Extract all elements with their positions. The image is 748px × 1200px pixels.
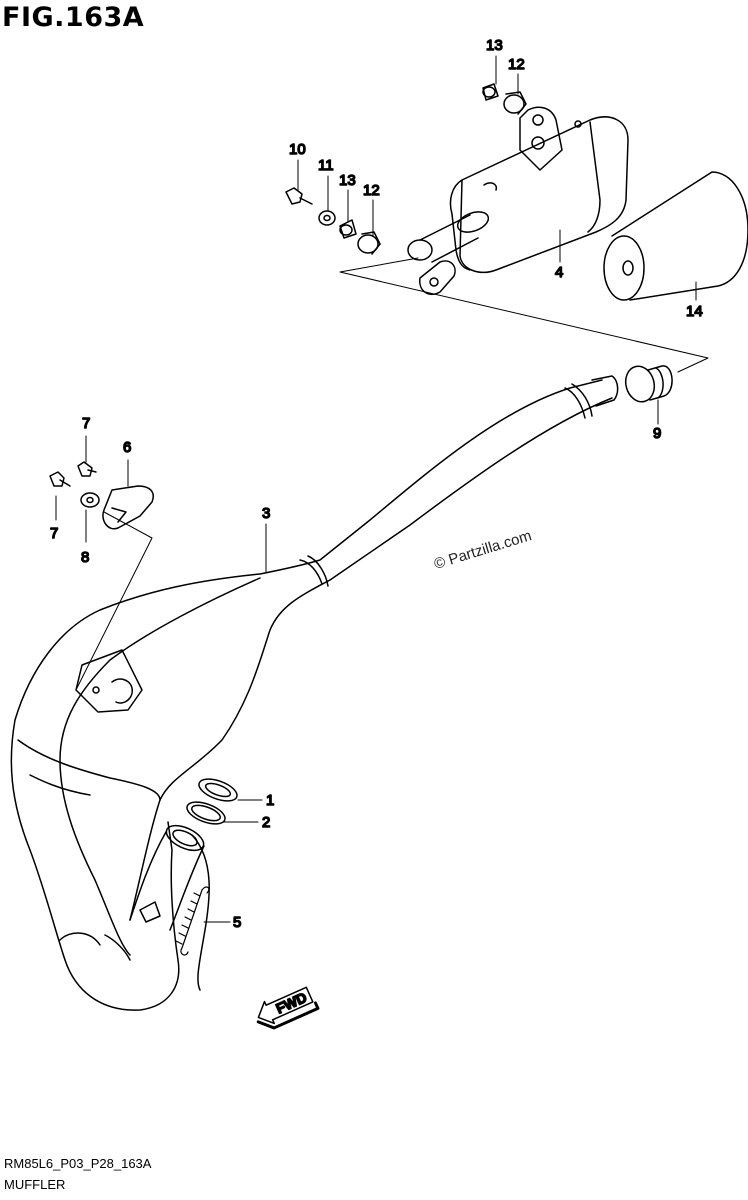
spring xyxy=(175,886,210,956)
fwd-arrow-icon: FWD xyxy=(256,986,320,1030)
muffler-seal xyxy=(624,365,673,403)
callout-7-upper: 7 xyxy=(82,415,90,432)
collar-13-upper xyxy=(482,83,499,101)
callout-7-lower: 7 xyxy=(50,525,58,542)
callout-2: 2 xyxy=(262,814,270,831)
callout-5: 5 xyxy=(233,914,241,931)
callout-4: 4 xyxy=(555,264,563,281)
callout-14: 14 xyxy=(686,303,703,320)
callout-3: 3 xyxy=(262,505,270,522)
callout-8: 8 xyxy=(81,549,89,566)
callout-13-upper: 13 xyxy=(486,37,503,54)
bolt-10 xyxy=(285,187,313,205)
callout-9: 9 xyxy=(653,425,661,442)
callout-12-upper: 12 xyxy=(508,56,525,73)
collar-13-lower xyxy=(339,219,357,239)
diagram-code: RM85L6_P03_P28_163A xyxy=(4,1156,152,1171)
bolt-7-upper xyxy=(77,461,97,477)
callout-10: 10 xyxy=(289,141,306,158)
callout-12-lower: 12 xyxy=(363,182,380,199)
callout-11: 11 xyxy=(318,157,334,174)
o-ring xyxy=(186,801,226,825)
bolt-7-lower xyxy=(49,471,71,487)
washer-11 xyxy=(318,210,336,226)
mounting-bracket xyxy=(102,485,154,530)
fwd-label: FWD xyxy=(273,989,309,1017)
muffler-guide-line xyxy=(339,257,709,373)
inlet-pipe xyxy=(129,824,205,931)
callout-leaders xyxy=(55,55,697,923)
grommet-12-lower xyxy=(357,231,381,255)
muffler xyxy=(407,106,629,296)
callout-13-lower: 13 xyxy=(339,172,356,189)
callout-1: 1 xyxy=(266,792,274,809)
assembly-guide-line xyxy=(75,511,153,691)
gasket xyxy=(198,778,238,802)
washer-8 xyxy=(80,492,100,508)
diagram-caption: MUFFLER xyxy=(4,1177,66,1192)
callout-6: 6 xyxy=(123,439,131,456)
figure-title: FIG.163A xyxy=(2,2,145,33)
expansion-chamber xyxy=(10,375,619,1011)
grommet-12-upper xyxy=(503,91,527,115)
